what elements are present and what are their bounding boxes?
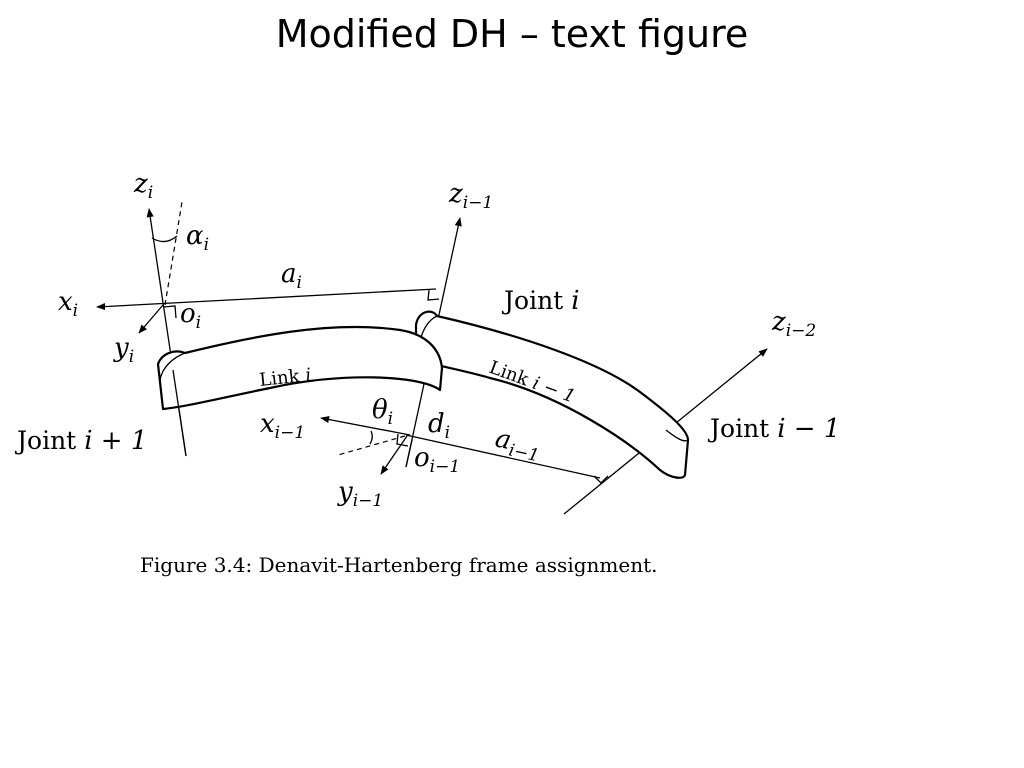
x-i-axis bbox=[96, 288, 437, 311]
right-angle-mark-o-i bbox=[162, 305, 177, 319]
y-i-1-axis bbox=[380, 435, 408, 475]
y-i-axis bbox=[138, 304, 164, 334]
x-i-projection-dashed bbox=[337, 435, 406, 456]
label-z-i: zi bbox=[133, 169, 153, 203]
label-a-i-minus-1: ai−1 bbox=[492, 424, 544, 467]
label-o-i: oi bbox=[180, 299, 201, 333]
z-i-1-axis-front bbox=[405, 439, 413, 468]
alpha-angle-arc bbox=[151, 235, 178, 243]
x-i-1-axis bbox=[405, 434, 601, 479]
label-x-i-minus-1: xi−1 bbox=[260, 409, 305, 443]
label-alpha-i: αi bbox=[186, 221, 209, 255]
right-angle-mark-a-i-1 bbox=[593, 475, 609, 484]
slide-title: Modified DH – text figure bbox=[275, 12, 749, 56]
right-angle-mark-a-i bbox=[427, 289, 440, 301]
label-d-i: di bbox=[428, 409, 450, 443]
right-angle-mark-o-i-1 bbox=[396, 433, 409, 447]
label-o-i-minus-1: oi−1 bbox=[414, 443, 460, 477]
x-i-1-axis-head bbox=[320, 415, 411, 436]
z-i-1-parallel-dashed bbox=[164, 201, 183, 306]
link-i-body bbox=[156, 325, 444, 411]
z-i-axis-front bbox=[172, 369, 187, 457]
figure-caption: Figure 3.4: Denavit-Hartenberg frame ass… bbox=[140, 553, 657, 577]
theta-angle-arc bbox=[369, 430, 373, 445]
label-theta-i: θi bbox=[372, 395, 393, 429]
label-a-i: ai bbox=[281, 259, 302, 293]
label-z-i-minus-1: zi−1 bbox=[448, 179, 493, 213]
label-z-i-minus-2: zi−2 bbox=[771, 307, 816, 341]
label-x-i: xi bbox=[58, 287, 78, 321]
label-y-i: yi bbox=[113, 333, 134, 367]
label-y-i-minus-1: yi−1 bbox=[337, 477, 383, 511]
link-i-minus-1-body bbox=[414, 310, 690, 479]
